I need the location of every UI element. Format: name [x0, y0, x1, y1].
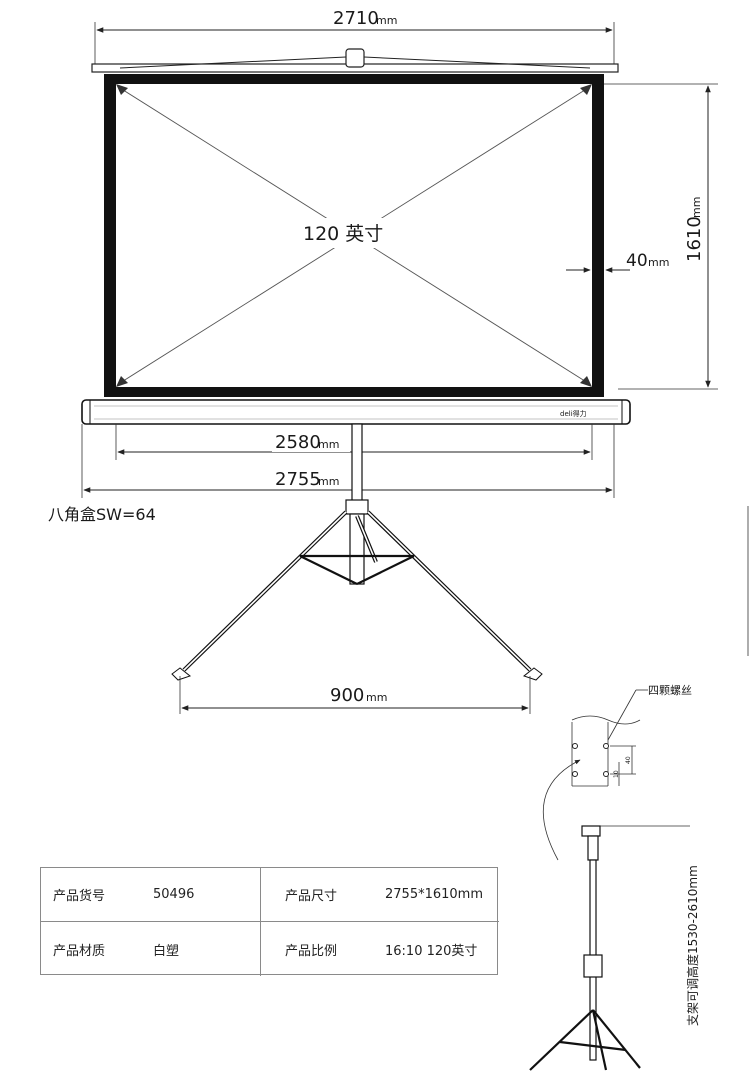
screen-diagonal-label: 120 英寸 [303, 223, 383, 245]
height-unit: mm [690, 197, 703, 218]
tripod [171, 423, 543, 681]
spec-label: 产品材质 [53, 943, 106, 959]
projection-screen: 120 英寸 [104, 74, 604, 397]
screw-note: 四颗螺丝 [648, 684, 692, 697]
inner-width-unit: mm [318, 438, 339, 451]
spec-value: 50496 [153, 887, 195, 902]
stand-side-view: 支架可调高度1530-2610mm [529, 506, 749, 1071]
border-unit: mm [648, 256, 669, 269]
screw-detail: 四颗螺丝 10 40 [542, 684, 692, 861]
hole-dim-b: 40 [625, 756, 632, 764]
leg-span-unit: mm [366, 691, 387, 704]
spec-label: 产品货号 [53, 889, 106, 904]
case-width-value: 2755 [275, 469, 321, 490]
spec-value: 16:10 120英寸 [385, 943, 478, 959]
top-bar [91, 48, 619, 73]
spec-value: 白塑 [153, 943, 180, 959]
hole-dim-a: 10 [613, 770, 620, 778]
border-value: 40 [626, 251, 648, 271]
dimension-leg-span: 900 mm [179, 676, 531, 714]
octagon-box-note: 八角盒SW=64 [48, 505, 156, 524]
dimension-case-width: 2755 mm [81, 424, 615, 498]
stand-height-note: 支架可调高度1530-2610mm [685, 865, 700, 1026]
top-width-value: 2710 [333, 8, 379, 29]
case-width-unit: mm [318, 475, 339, 488]
dimension-height: 1610 mm [604, 83, 718, 390]
roller-case: deli得力 [81, 399, 631, 425]
spec-cell-ratio: 产品比例 16:10 120英寸 [261, 922, 499, 976]
leg-span-value: 900 [330, 685, 364, 706]
spec-value: 2755*1610mm [385, 887, 483, 902]
dimension-inner-width: 2580 mm [115, 424, 593, 460]
spec-cell-material: 产品材质 白塑 [41, 922, 261, 976]
brand-mark: deli得力 [560, 409, 587, 418]
spec-label: 产品比例 [285, 943, 338, 959]
inner-width-value: 2580 [275, 432, 321, 453]
dimension-border: 40 mm [566, 251, 669, 273]
spec-cell-item-no: 产品货号 50496 [41, 868, 261, 922]
spec-table: 产品货号 50496 产品尺寸 2755*1610mm 产品材质 白塑 产品比例… [40, 867, 499, 976]
spec-label: 产品尺寸 [285, 889, 338, 904]
top-width-unit: mm [376, 14, 397, 27]
height-value: 1610 [684, 216, 705, 262]
dimension-top-width: 2710 mm [94, 8, 615, 70]
spec-cell-size: 产品尺寸 2755*1610mm [261, 868, 499, 922]
